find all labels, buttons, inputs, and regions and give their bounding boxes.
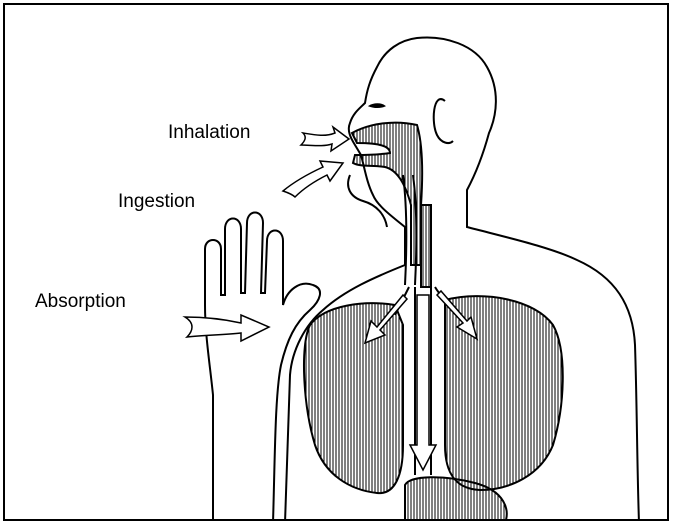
inhalation-arrow [301, 127, 349, 151]
trachea [421, 205, 431, 287]
ear [434, 99, 453, 143]
hand [205, 213, 320, 522]
nasal-oral-cavity [352, 123, 422, 265]
eye [369, 104, 385, 108]
ingestion-arrow [283, 161, 343, 197]
diagram-frame: Inhalation Ingestion Absorption [3, 3, 669, 521]
inhalation-label: Inhalation [168, 123, 250, 142]
absorption-label: Absorption [35, 292, 126, 311]
ingestion-label: Ingestion [118, 192, 195, 211]
anatomy-illustration [5, 5, 669, 521]
left-lung [304, 303, 403, 493]
